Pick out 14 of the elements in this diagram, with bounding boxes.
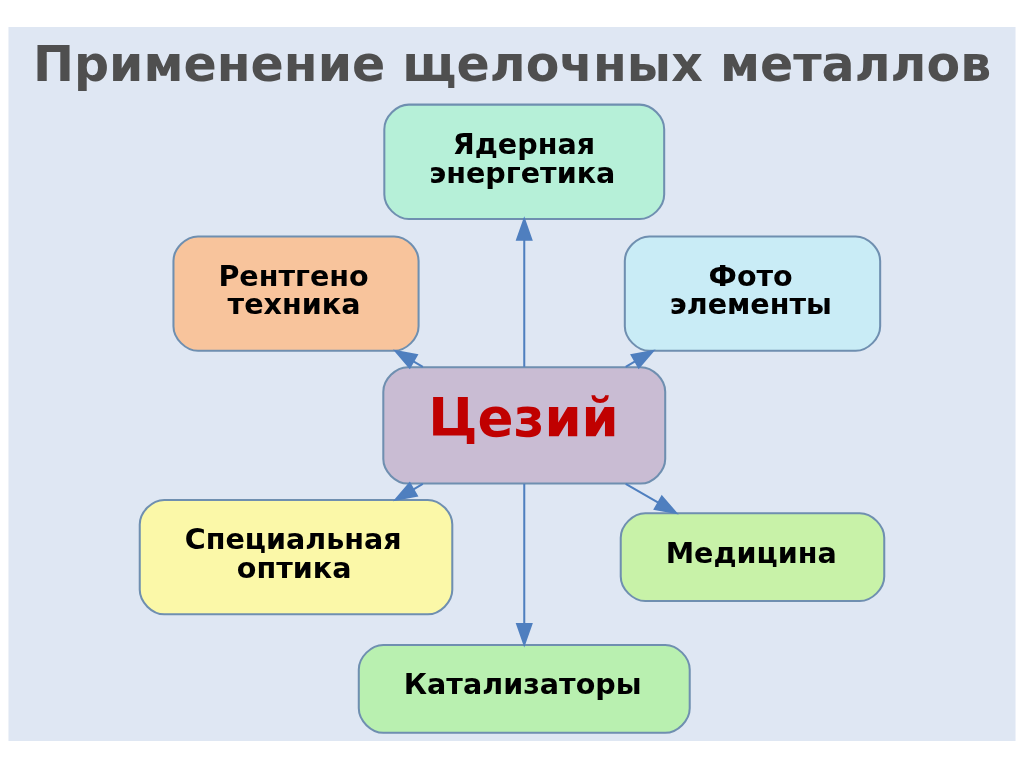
arrow	[392, 349, 424, 369]
node-box: Ядерная энергетика	[383, 103, 666, 220]
arrow	[392, 481, 424, 501]
arrow	[515, 215, 533, 367]
node-box: Катализаторы	[357, 643, 691, 734]
arrow	[515, 483, 533, 648]
node-box: Фото элементы	[623, 234, 882, 352]
node-box: Цезий	[382, 365, 667, 485]
diagram-title: Применение щелочных металлов	[32, 34, 992, 93]
arrow	[625, 482, 679, 515]
node-box: Специальная оптика	[138, 498, 454, 615]
arrow	[625, 349, 656, 369]
node-box: Рентгено техника	[172, 234, 420, 352]
node-box: Медицина	[619, 511, 886, 602]
